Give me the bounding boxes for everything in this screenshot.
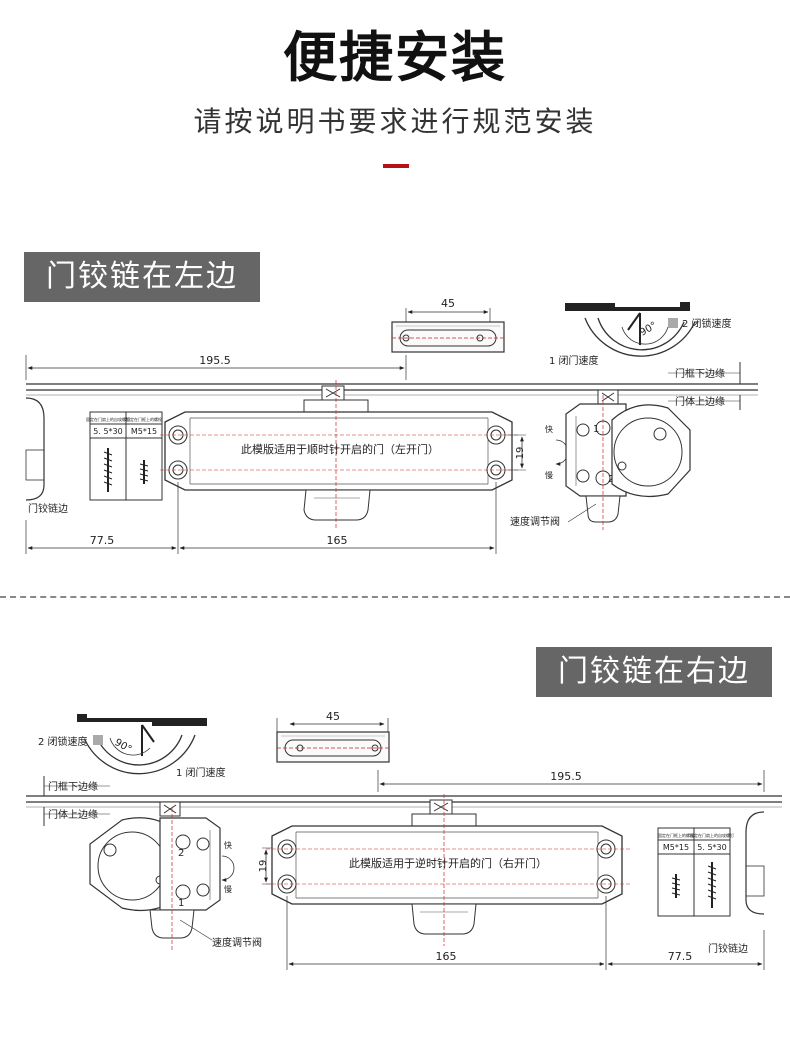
closer-body <box>160 380 520 530</box>
section-banner-right-hinge: 门铰链在右边 <box>536 647 772 697</box>
section-divider <box>0 596 790 598</box>
section-banner-left-hinge: 门铰链在左边 <box>24 252 260 302</box>
hinge-side-label: 门铰链边 <box>28 502 68 515</box>
closer-body <box>266 794 630 946</box>
screw-spec-b: 5. 5*30 <box>697 843 726 852</box>
screw-spec-a: 5. 5*30 <box>93 427 122 436</box>
valve-num-2: 2 <box>178 848 184 859</box>
screw-spec-a: M5*15 <box>663 843 689 852</box>
close-speed-label: 1 闭门速度 <box>176 766 226 779</box>
lock-speed-label: 2 闭锁速度 <box>38 735 88 748</box>
hinge-side-label: 门铰链边 <box>708 942 748 955</box>
screw-head-a: 固定在门框上的螺栓 <box>658 832 694 838</box>
page-subtitle: 请按说明书要求进行规范安装 <box>193 105 597 138</box>
valve-num-1: 1 <box>178 898 184 909</box>
speed-valve-label: 速度调节阀 <box>212 936 262 949</box>
screw-head-b: 固定在门扇上的自攻螺钉 <box>690 832 734 838</box>
template-note: 此模版适用于逆时针开启的门（右开门） <box>349 856 547 870</box>
door-swing-indicator: 90° <box>77 714 207 775</box>
screw-head-a: 固定在门扇上的自攻螺钉 <box>86 416 130 422</box>
frame-edge-label: 门框下边缘 <box>48 780 98 793</box>
dim-body-label: 165 <box>436 950 457 963</box>
hinge-side-wall <box>745 811 765 915</box>
dim-bracket-label: 45 <box>326 710 340 723</box>
door-swing-indicator: 90° <box>565 302 696 357</box>
template-note: 此模版适用于顺时针开启的门（左开门） <box>241 442 439 456</box>
left-hinge-diagram: 门框下边缘 门体上边缘 195.5 45 90° 2 闭锁速度 1 闭门速度 门… <box>25 297 758 554</box>
mounting-bracket <box>276 731 390 763</box>
right-hinge-diagram: 90° 2 闭锁速度 1 闭门速度 45 195.5 门框下边缘 门体上边缘 <box>26 710 782 970</box>
valve-fast-label: 快 <box>224 840 232 850</box>
close-speed-label: 1 闭门速度 <box>549 354 599 367</box>
accent-bar <box>383 164 409 168</box>
speed-valve-block: 2 1 <box>89 801 221 950</box>
screw-spec-b: M5*15 <box>131 427 157 436</box>
hinge-side-wall <box>25 397 45 501</box>
mounting-bracket <box>391 321 505 353</box>
dim-height-label: 19 <box>515 447 526 460</box>
speed-valve-label: 速度调节阀 <box>510 515 560 528</box>
screw-head-b: 固定在门框上的螺栓 <box>126 416 162 422</box>
door-edge-label: 门体上边缘 <box>48 808 98 821</box>
dim-total-label: 195.5 <box>550 770 582 783</box>
valve-fast-label: 快 <box>545 424 553 434</box>
lock-speed-label: 2 闭锁速度 <box>682 317 732 330</box>
screw-spec-table: 固定在门扇上的自攻螺钉 固定在门框上的螺栓 5. 5*30 M5*15 <box>86 411 163 501</box>
valve-num-1: 1 <box>593 424 599 435</box>
dim-total-label: 195.5 <box>199 354 231 367</box>
valve-num-2: 2 <box>608 474 614 485</box>
dim-body-label: 165 <box>327 534 348 547</box>
valve-slow-label: 慢 <box>224 884 232 894</box>
screw-spec-table: 固定在门框上的螺栓 固定在门扇上的自攻螺钉 M5*15 5. 5*30 <box>657 827 734 917</box>
frame-edge-label: 门框下边缘 <box>675 367 725 380</box>
swing-angle-label: 90° <box>638 320 659 338</box>
valve-slow-label: 慢 <box>545 470 553 480</box>
dim-edge-label: 77.5 <box>90 534 115 547</box>
door-edge-label: 门体上边缘 <box>675 395 725 408</box>
dim-bracket-label: 45 <box>441 297 455 310</box>
dim-height-label: 19 <box>258 860 269 873</box>
dim-edge-label: 77.5 <box>668 950 693 963</box>
speed-valve-block: 1 2 <box>565 389 691 530</box>
page-title: 便捷安装 <box>283 26 507 89</box>
